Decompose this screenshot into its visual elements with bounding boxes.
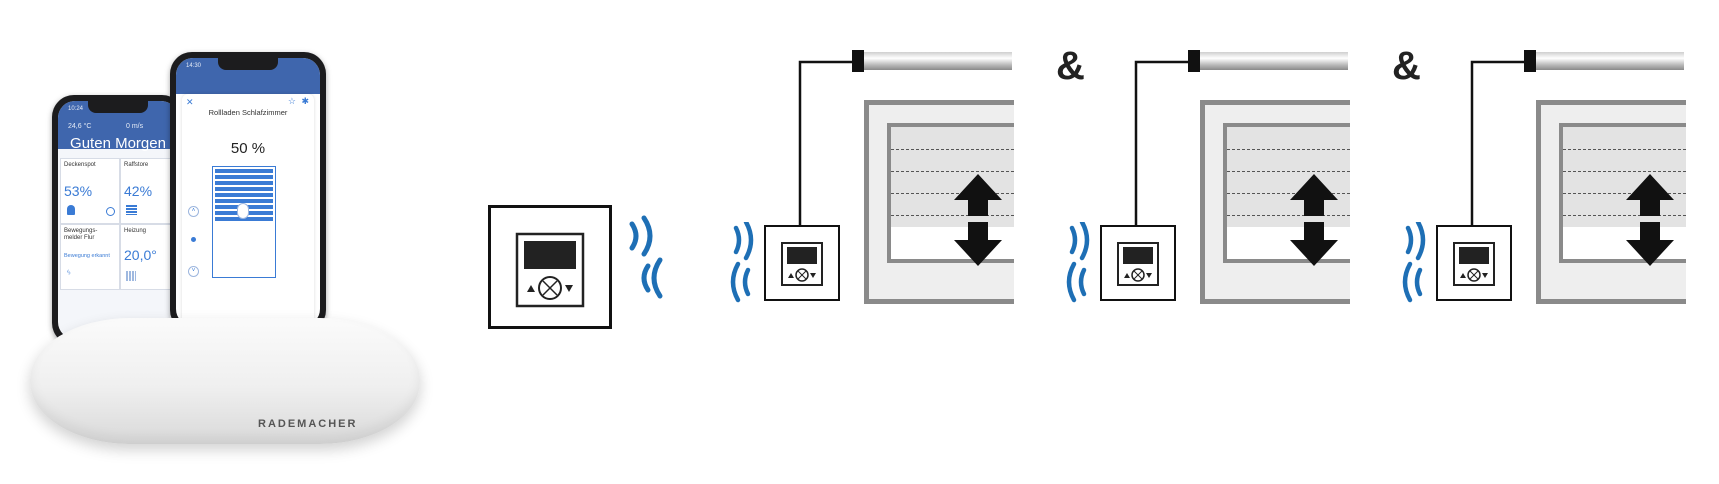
wall-switch-frame: [1100, 225, 1176, 301]
window-pane: [1223, 123, 1350, 263]
motor-end-cap: [852, 50, 864, 72]
radio-waves-icon: [1402, 222, 1426, 303]
remote-control-icon: [515, 232, 585, 308]
lamp-icon: [67, 205, 75, 215]
blind-icon: [126, 205, 137, 215]
star-icon[interactable]: ☆: [287, 96, 296, 106]
greeting-text: Guten Morgen: [70, 135, 166, 152]
up-down-arrow-icon: [1626, 174, 1674, 266]
device-title: Rollladen Schlafzimmer: [208, 108, 288, 117]
shutter-card: ✕ ☆ ✱ Rollladen Schlafzimmer 50 % ˄ ˅: [182, 94, 314, 326]
up-arrow-button[interactable]: ˄: [188, 206, 199, 217]
window-frame: [1536, 100, 1686, 304]
temperature-readout: 24,6 °C: [68, 123, 92, 130]
tile-bewegungsmelder[interactable]: Bewegungs- melder Flur Bewegung erkannt …: [60, 224, 120, 290]
stop-button[interactable]: [191, 237, 196, 242]
up-down-arrow-icon: [1290, 174, 1338, 266]
remote-control-frame: [488, 205, 612, 329]
separator-and: &: [1392, 44, 1421, 88]
motor-tube: [1536, 52, 1684, 70]
phone-time: 14:30: [186, 63, 202, 69]
motor-end-cap: [1524, 50, 1536, 72]
radio-waves-icon: [629, 215, 663, 299]
shutter-curtain: [891, 127, 1014, 227]
power-icon[interactable]: [106, 207, 115, 216]
tile-deckenspot[interactable]: Deckenspot 53%: [60, 158, 120, 224]
tile-raffstore[interactable]: Raffstore 42%: [120, 158, 178, 224]
shutter-curtain: [1227, 127, 1350, 227]
phone-time: 10:24: [68, 106, 84, 112]
shutter-visual[interactable]: [212, 166, 276, 278]
shutter-motor-diagram: [798, 50, 1012, 226]
wiring-line: [1470, 60, 1524, 226]
wall-switch-frame: [1436, 225, 1512, 301]
motor-tube: [1200, 52, 1348, 70]
radio-waves-icon: [1066, 222, 1090, 303]
shutter-motor-diagram: [1470, 50, 1684, 226]
shutter-curtain: [1563, 127, 1686, 227]
phone-screen-shutter: 14:30 ✕ ☆ ✱ Rollladen Schlafzimmer 50 % …: [176, 58, 320, 326]
wall-switch-icon: [1117, 242, 1159, 286]
smartphone-back: 10:24 24,6 °C 0 m/s Guten Morgen Deckens…: [52, 95, 184, 345]
wall-switch-icon: [1453, 242, 1495, 286]
up-down-arrow-icon: [954, 174, 1002, 266]
motor-tube: [864, 52, 1012, 70]
gear-icon[interactable]: ✱: [301, 96, 309, 106]
motor-end-cap: [1188, 50, 1200, 72]
close-icon[interactable]: ✕: [186, 97, 194, 107]
shutter-motor-diagram: [1134, 50, 1348, 226]
smartphone-front: 14:30 ✕ ☆ ✱ Rollladen Schlafzimmer 50 % …: [170, 52, 326, 332]
radio-waves-icon: [730, 222, 754, 303]
wiring-line: [798, 60, 852, 226]
drag-handle[interactable]: [237, 203, 249, 219]
separator-and: &: [1056, 44, 1085, 88]
wall-switch-icon: [781, 242, 823, 286]
motion-icon: ᛃ: [66, 267, 72, 277]
window-frame: [1200, 100, 1350, 304]
wind-readout: 0 m/s: [126, 123, 144, 130]
phone-screen-home: 10:24 24,6 °C 0 m/s Guten Morgen Deckens…: [58, 101, 178, 339]
wall-switch-frame: [764, 225, 840, 301]
hub-brand-label: RADEMACHER: [258, 418, 358, 430]
shutter-percent: 50 %: [230, 140, 266, 157]
down-arrow-button[interactable]: ˅: [188, 266, 199, 277]
wiring-line: [1134, 60, 1188, 226]
radiator-icon: [126, 271, 136, 281]
tile-heizung[interactable]: Heizung 20,0°: [120, 224, 178, 290]
smart-home-hub: [30, 318, 420, 444]
